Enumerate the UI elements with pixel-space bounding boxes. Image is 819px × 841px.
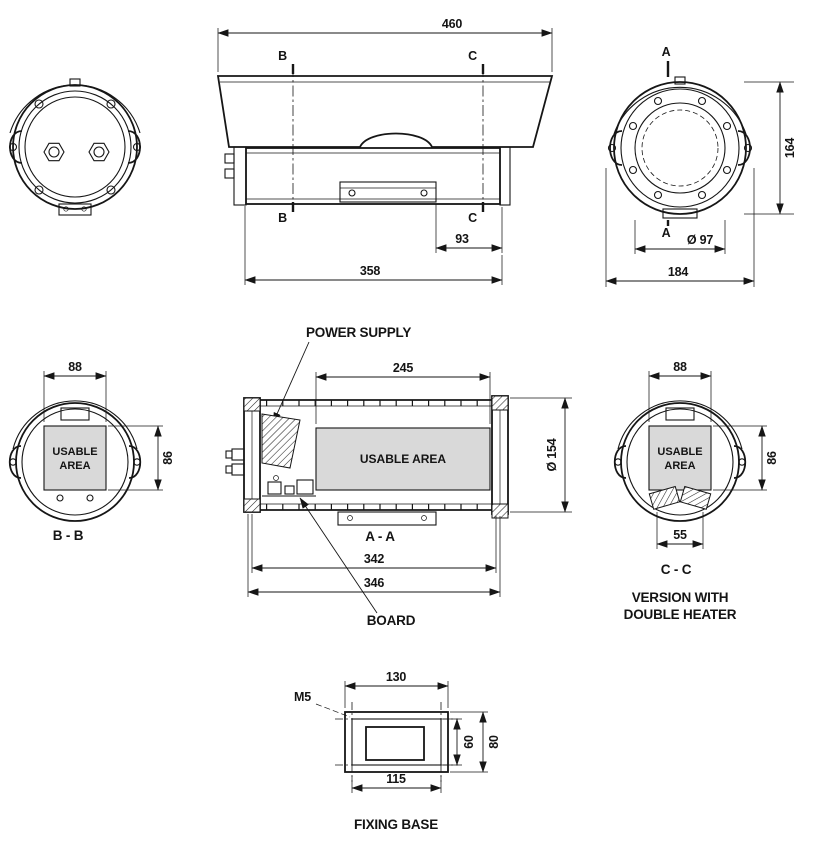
dim-bb-height-value: 86 xyxy=(161,451,175,465)
fixing-base-view: M5 130 60 80 115 FIXING BASE xyxy=(294,670,501,832)
dim-bb-width-value: 88 xyxy=(68,360,82,374)
dim-cc-width-value: 88 xyxy=(673,360,687,374)
dim-base-height: 80 xyxy=(450,711,501,773)
cable-gland-left xyxy=(43,142,65,162)
section-b-letter-bottom: B xyxy=(278,211,287,225)
thread-label: M5 xyxy=(294,690,311,704)
version-note-line2: DOUBLE HEATER xyxy=(624,607,737,622)
dim-heater-span-value: 55 xyxy=(673,528,687,542)
fixing-base-label: FIXING BASE xyxy=(354,817,438,832)
power-supply-unit xyxy=(261,413,301,469)
dim-rear-offset-value: 93 xyxy=(455,232,469,246)
section-a-letter-bottom: A xyxy=(662,226,671,240)
dim-window-diameter: Ø 97 xyxy=(634,220,726,254)
dim-cc-height-value: 86 xyxy=(765,451,779,465)
mounting-plate xyxy=(339,181,437,203)
bracket-ear-left xyxy=(609,130,623,166)
dim-slot-height: 60 xyxy=(443,718,476,766)
dim-usable-length-value: 245 xyxy=(393,361,414,375)
dim-rear-height: 164 xyxy=(744,81,797,215)
usable-area-box-bb xyxy=(43,425,107,491)
section-c-letter-top: C xyxy=(468,49,477,63)
dim-base-width: 130 xyxy=(344,670,449,708)
power-supply-leader xyxy=(272,341,310,424)
base-outer-outline xyxy=(344,711,449,773)
section-aa-view: POWER SUPPLY USABLE AREA xyxy=(225,325,572,628)
dim-bb-width: 88 xyxy=(43,360,107,422)
dim-bracket-width: 184 xyxy=(605,168,755,287)
dim-total-length-value: 460 xyxy=(442,17,463,31)
sunshield-outline xyxy=(216,75,554,148)
dim-bracket-width-value: 184 xyxy=(668,265,689,279)
usable-area-box-aa xyxy=(315,427,491,491)
dim-body-diameter: Ø 154 xyxy=(510,397,572,513)
dim-body-length-value: 358 xyxy=(360,264,381,278)
side-view: B B C C 460 93 358 xyxy=(216,17,554,285)
usable-area-label-aa: USABLE AREA xyxy=(360,452,447,466)
section-mark-b: B B xyxy=(278,49,295,225)
bracket-ear-right xyxy=(737,130,751,166)
section-bb-view: USABLE AREA 88 86 B - B xyxy=(8,360,175,543)
dim-total-length: 460 xyxy=(217,17,553,72)
section-mark-a: A A xyxy=(662,45,671,240)
version-note-line1: VERSION WITH xyxy=(632,590,729,605)
front-view xyxy=(8,78,142,216)
dim-slot-height-value: 60 xyxy=(462,735,476,749)
dim-cc-width: 88 xyxy=(648,360,712,422)
dim-body-length: 358 xyxy=(244,206,503,285)
section-b-letter-top: B xyxy=(278,49,287,63)
section-aa-label: A - A xyxy=(365,529,395,544)
dim-rear-height-value: 164 xyxy=(783,138,797,159)
section-a-letter-top: A xyxy=(662,45,671,59)
section-c-letter-bottom: C xyxy=(468,211,477,225)
usable-area-label-line1: USABLE xyxy=(52,446,97,458)
dim-inner-length: 342 xyxy=(251,514,497,573)
dim-heater-span: 55 xyxy=(656,512,704,549)
dim-hole-spacing: 115 xyxy=(351,772,442,793)
dim-rear-offset: 93 xyxy=(435,204,503,253)
section-cc-label: C - C xyxy=(661,562,692,577)
power-supply-label: POWER SUPPLY xyxy=(306,325,411,340)
dim-hole-spacing-value: 115 xyxy=(386,772,406,786)
dim-bb-height: 86 xyxy=(108,425,175,491)
housing-rear-outline xyxy=(613,81,747,215)
thread-leader xyxy=(315,703,351,718)
section-cc-view: USABLE AREA 88 86 55 C - C VERSION WITH … xyxy=(613,360,779,622)
dim-outer-length: 346 xyxy=(247,514,501,597)
dim-usable-length: 245 xyxy=(315,361,491,424)
usable-area-label-line2: AREA xyxy=(664,460,695,472)
dim-base-height-value: 80 xyxy=(487,735,501,749)
dim-base-width-value: 130 xyxy=(386,670,407,684)
dim-window-diameter-value: Ø 97 xyxy=(687,233,714,247)
heater-right xyxy=(679,485,712,510)
dim-inner-length-value: 342 xyxy=(364,552,385,566)
usable-area-label-line1: USABLE xyxy=(657,446,702,458)
heater-left xyxy=(648,485,681,510)
board-label: BOARD xyxy=(367,613,416,628)
housing-front-outline xyxy=(12,84,138,210)
rear-view: A A 164 Ø 97 184 xyxy=(605,45,797,287)
section-mark-c: C C xyxy=(468,49,485,225)
dim-cc-height: 86 xyxy=(713,425,779,491)
usable-area-box-cc xyxy=(648,425,712,491)
cable-gland-right xyxy=(88,142,110,162)
dim-outer-length-value: 346 xyxy=(364,576,385,590)
bottom-bracket xyxy=(337,511,437,526)
dim-body-diameter-value: Ø 154 xyxy=(545,438,559,471)
section-bb-label: B - B xyxy=(53,528,84,543)
base-opening xyxy=(365,726,425,761)
usable-area-label-line2: AREA xyxy=(59,460,90,472)
board-leader xyxy=(299,497,378,614)
